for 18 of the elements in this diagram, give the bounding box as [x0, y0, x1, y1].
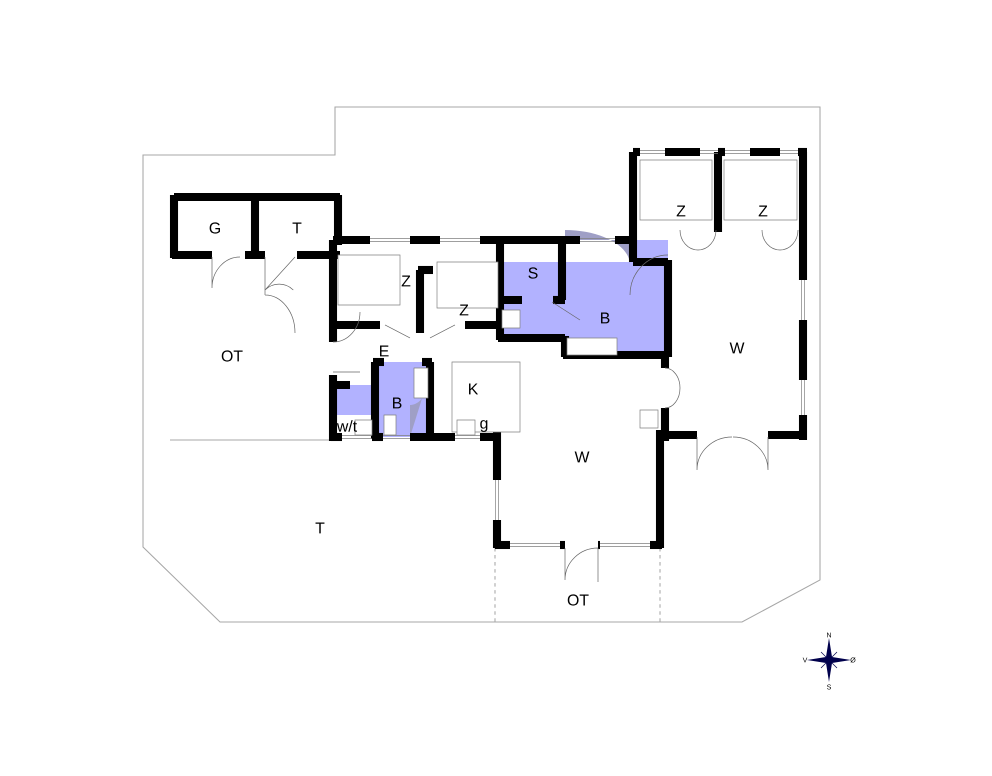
room-label: Z: [758, 206, 768, 216]
room-label: Z: [676, 206, 686, 216]
room-label: g: [480, 420, 488, 432]
room-label: B: [601, 312, 610, 324]
room-label: T: [292, 222, 302, 234]
room-label: OT: [222, 350, 243, 362]
room-label: K: [469, 384, 478, 394]
room-label: E: [380, 346, 389, 356]
room-label: W: [730, 342, 744, 354]
room-label: OT: [568, 594, 589, 606]
room-label: G: [210, 222, 220, 234]
room-label: w/t: [336, 420, 357, 432]
room-label: S: [528, 267, 538, 279]
room-label: B: [393, 398, 402, 408]
room-label: T: [316, 522, 324, 534]
room-label: W: [574, 452, 590, 462]
room-label: Z: [402, 276, 410, 286]
room-label: Z: [460, 304, 468, 316]
